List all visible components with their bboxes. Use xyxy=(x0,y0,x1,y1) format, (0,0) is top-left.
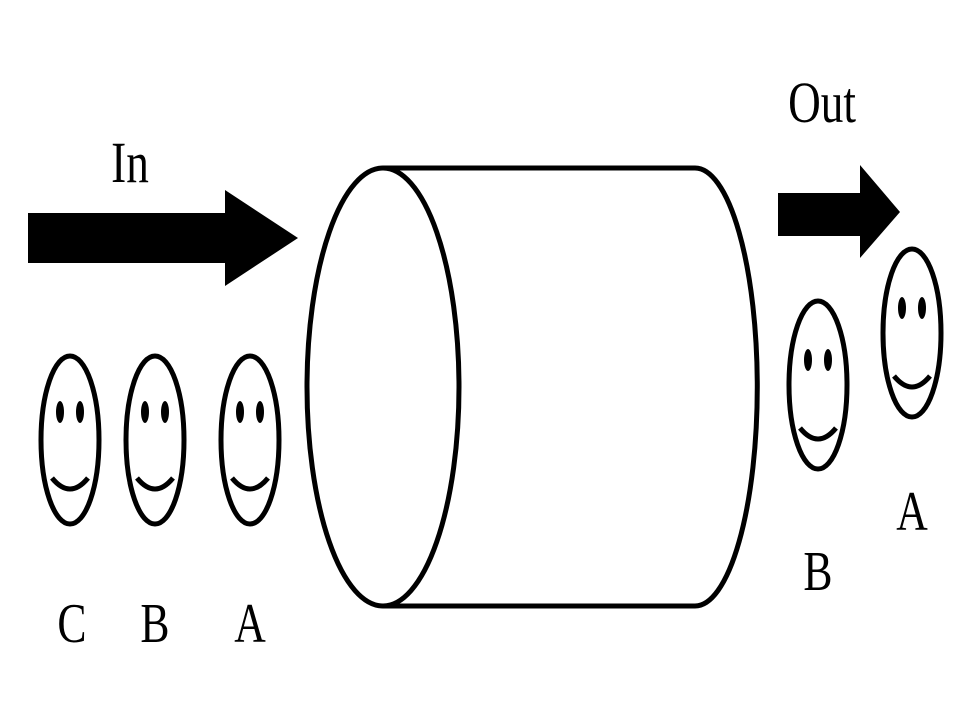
person-label: C xyxy=(57,592,86,654)
smiley-face-icon xyxy=(786,298,850,472)
queue-cylinder xyxy=(304,165,760,609)
smiley-face-icon xyxy=(38,353,102,527)
person-label: A xyxy=(896,480,928,542)
smiley-face-icon xyxy=(123,353,187,527)
person-a: A xyxy=(218,353,282,654)
cylinder-front-face xyxy=(304,165,462,609)
queue-out: B A xyxy=(786,246,944,602)
in-label: In xyxy=(111,132,149,196)
smiley-face-icon xyxy=(880,246,944,420)
smiley-face-icon xyxy=(218,353,282,527)
out-arrow-icon xyxy=(778,165,900,258)
person-b: B xyxy=(123,353,187,654)
person-label: B xyxy=(803,540,832,602)
queue-in: C B A xyxy=(38,353,282,654)
out-label: Out xyxy=(788,72,856,136)
person-a-out: A xyxy=(880,246,944,542)
person-label: B xyxy=(140,592,169,654)
person-label: A xyxy=(234,592,266,654)
person-b-out: B xyxy=(786,298,850,602)
in-arrow-icon xyxy=(28,190,298,286)
person-c: C xyxy=(38,353,102,654)
cylinder-body xyxy=(383,165,760,609)
